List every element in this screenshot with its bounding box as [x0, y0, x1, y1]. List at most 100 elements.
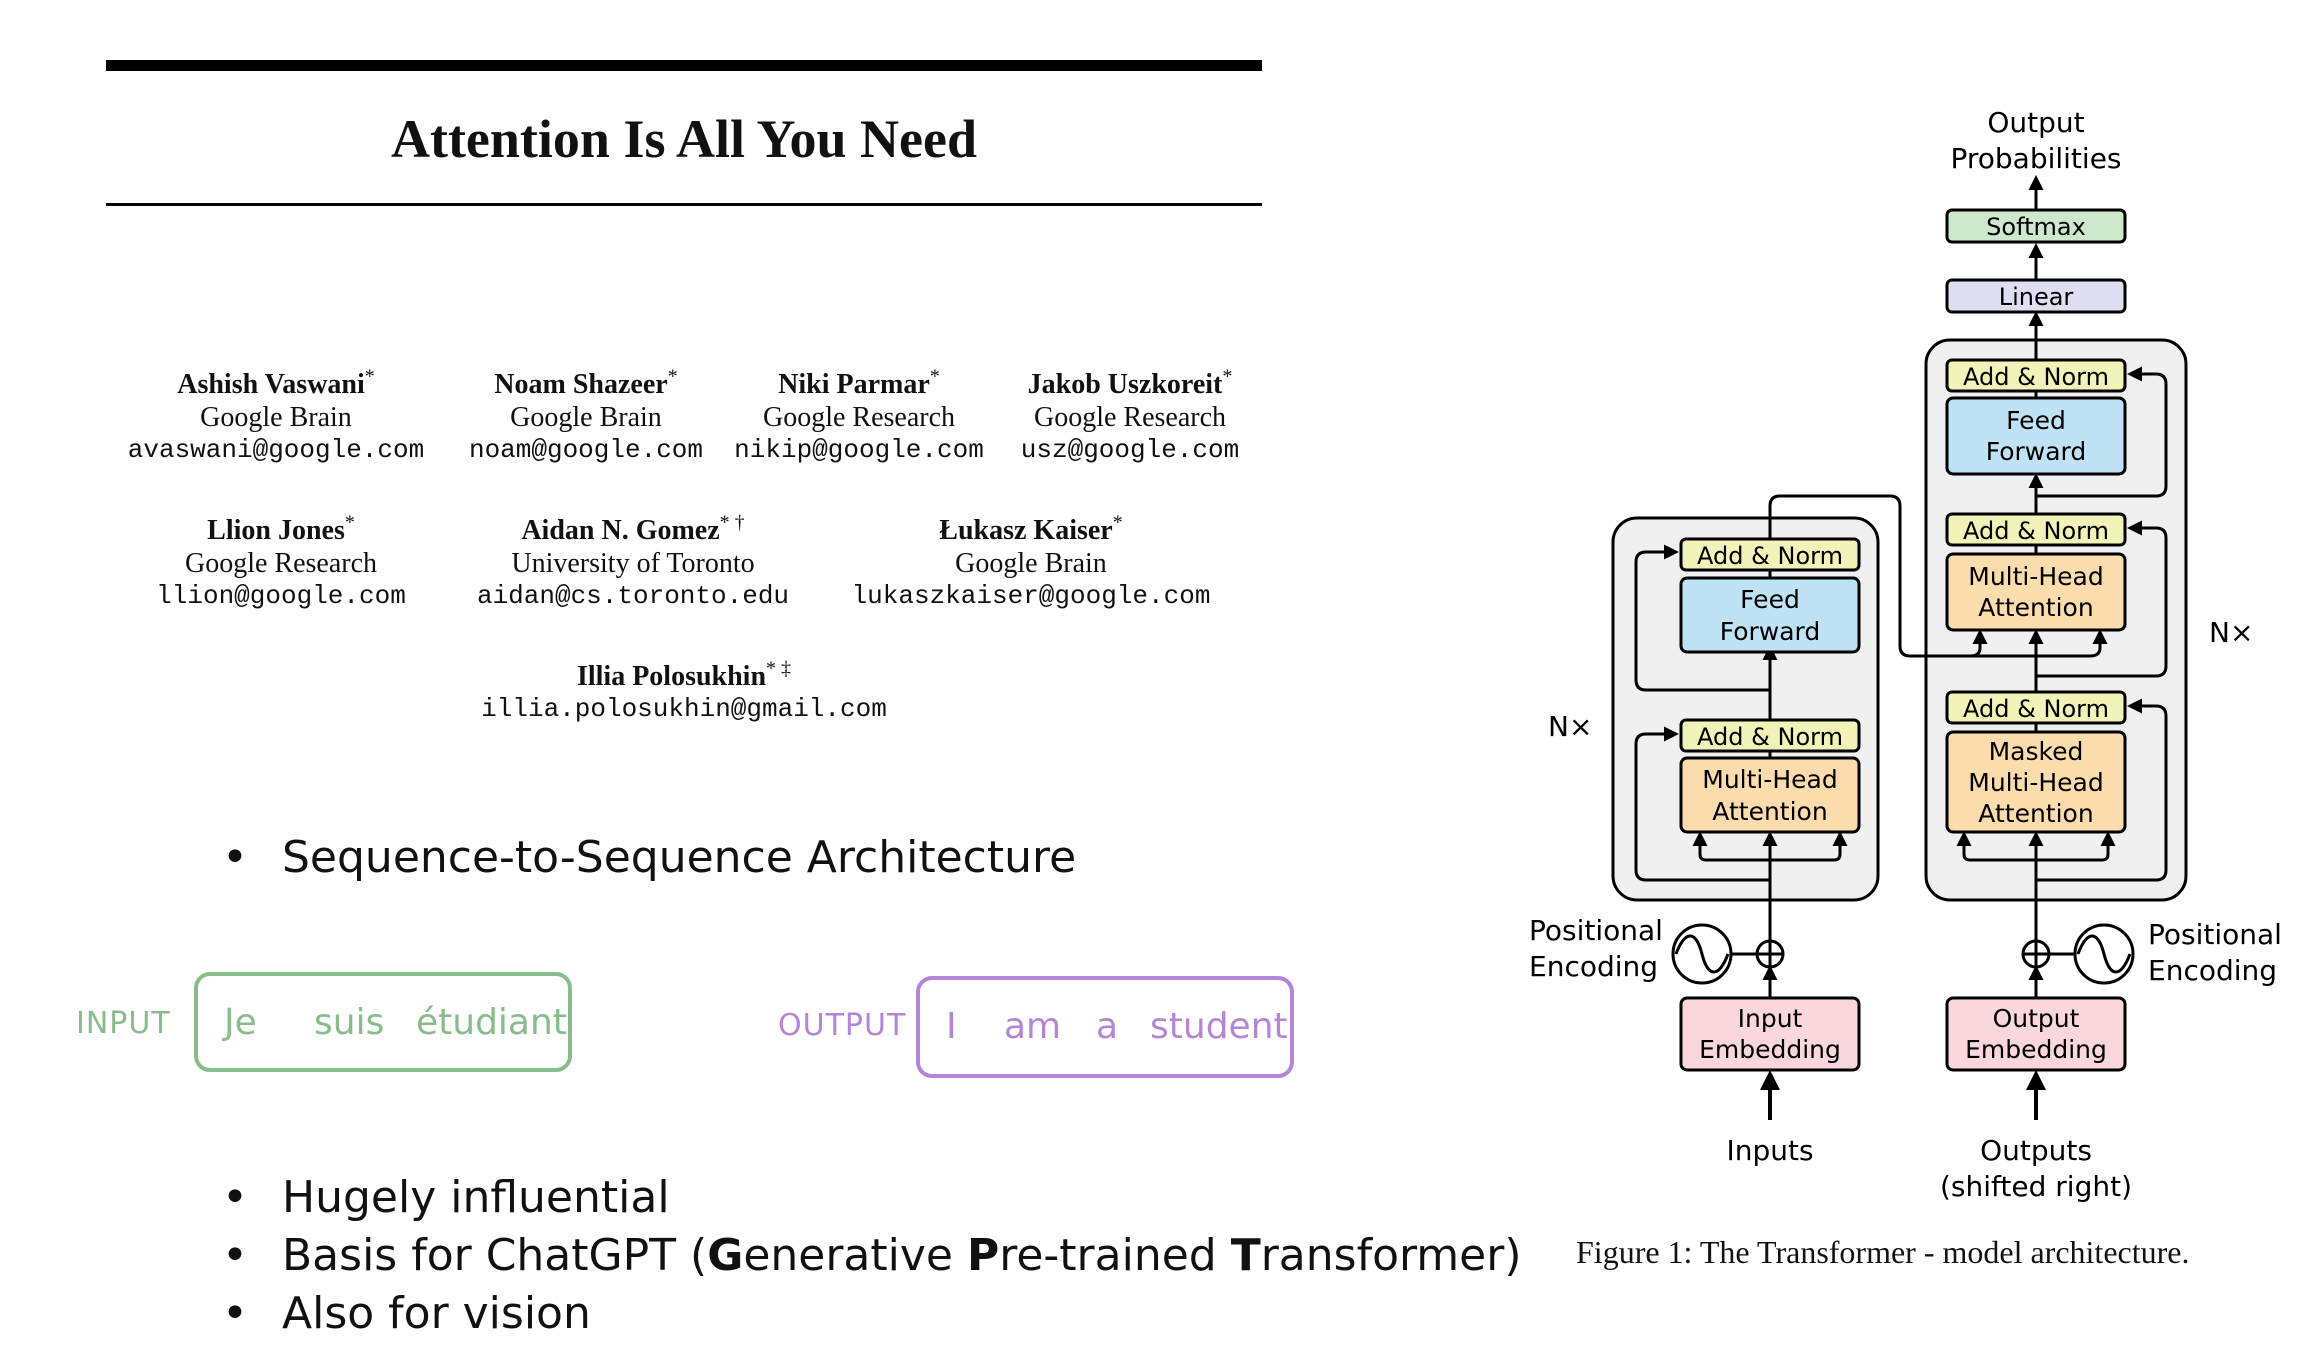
encoder-output-arrow	[1768, 494, 2108, 658]
encoder-mha-label: Attention	[1712, 797, 1827, 826]
decoder-add-norm-label: Add & Norm	[1963, 363, 2109, 391]
bullet-text-segment: Hugely influential	[282, 1172, 670, 1223]
author-mark: *	[1112, 511, 1123, 534]
encoder-ff-label: Feed	[1740, 585, 1800, 614]
bullet-dot: •	[222, 832, 248, 883]
decoder-masked-mha-label: Masked	[1989, 737, 2084, 766]
softmax-label: Softmax	[1986, 213, 2086, 241]
author-name: Illia Polosukhin	[576, 661, 767, 692]
decoder-residual-arrow	[2036, 520, 2168, 678]
author-mark: * ‡	[766, 657, 792, 680]
author-name: Aidan N. Gomez	[521, 515, 720, 546]
decoder-ff-label: Feed	[2006, 406, 2066, 435]
author-affiliation: Google Research	[1033, 402, 1227, 433]
bullet-text-segment: Basis for ChatGPT (	[282, 1230, 708, 1281]
decoder-add-norm-label: Add & Norm	[1963, 517, 2109, 545]
bullet-dot: •	[222, 1230, 248, 1281]
author-email: illia.polosukhin@gmail.com	[481, 694, 887, 724]
author-mark: *	[364, 365, 375, 388]
author-name: Niki Parmar	[778, 369, 930, 400]
author-affiliation: Google Brain	[955, 548, 1107, 579]
author-email: avaswani@google.com	[127, 435, 425, 465]
decoder-positional-label: Positional	[2148, 918, 2282, 951]
author-block: Ashish Vaswani* Google Brain avaswani@go…	[126, 365, 426, 467]
encoder-ff-label: Forward	[1720, 617, 1821, 646]
encoder-mha-label: Multi-Head	[1702, 765, 1838, 794]
decoder-masked-mha-label: Multi-Head	[1968, 768, 2104, 797]
title-rule-bottom	[106, 203, 1262, 206]
transformer-diagram: Input Embedding Inputs Positional Encodi…	[1529, 106, 2282, 1203]
bullet-text-segment: ransformer)	[1260, 1230, 1522, 1281]
input-word: étudiant	[416, 1002, 567, 1043]
bullet-text-segment: T	[1230, 1230, 1261, 1281]
author-email: noam@google.com	[468, 435, 704, 465]
bullet-item: • Hugely influential	[222, 1172, 670, 1223]
decoder-residual-arrow	[2036, 366, 2168, 498]
input-embedding-label: Input	[1738, 1004, 1803, 1033]
outputs-label: Outputs	[1980, 1134, 2092, 1167]
bullet-item: • Also for vision	[222, 1288, 591, 1339]
author-name: Jakob Uszkoreit	[1027, 369, 1223, 400]
decoder-qkv-arrow	[1956, 831, 2036, 862]
sine-wave-icon	[2076, 934, 2132, 974]
decoder-qkv-arrow	[2036, 831, 2116, 862]
encoder-block	[1611, 516, 1880, 902]
author-block: Jakob Uszkoreit* Google Research usz@goo…	[1002, 365, 1258, 467]
output-word: a	[1096, 1006, 1119, 1047]
author-name: Noam Shazeer	[494, 369, 668, 400]
input-label: INPUT	[76, 1006, 171, 1041]
decoder-add-norm-label: Add & Norm	[1963, 695, 2109, 723]
author-email: llion@google.com	[156, 581, 406, 611]
encoder-output-arrow	[1969, 629, 1988, 658]
input-embedding-label: Embedding	[1699, 1035, 1841, 1064]
decoder-nx-label: N×	[2209, 616, 2253, 649]
author-email: usz@google.com	[1020, 435, 1240, 465]
encoder-residual-arrow	[1634, 726, 1770, 882]
author-name: Łukasz Kaiser	[939, 515, 1113, 546]
encoder-add-norm-label: Add & Norm	[1697, 542, 1843, 570]
author-affiliation: University of Toronto	[511, 548, 755, 579]
input-word: Je	[224, 1002, 257, 1043]
bullet-dot: •	[222, 1288, 248, 1339]
output-word: student	[1150, 1006, 1288, 1047]
bullet-item: •Basis for ChatGPT (Generative Pre-train…	[222, 1230, 1522, 1281]
author-email: aidan@cs.toronto.edu	[476, 581, 790, 611]
author-block: Llion Jones* Google Research llion@googl…	[136, 511, 426, 613]
author-name: Llion Jones	[207, 515, 345, 546]
decoder-mha-label: Attention	[1978, 593, 2093, 622]
bullet-text-segment: P	[966, 1230, 1000, 1281]
input-word: suis	[314, 1002, 385, 1043]
encoder-qkv-arrow	[1770, 831, 1848, 862]
encoder-residual-arrow	[1634, 544, 1770, 692]
author-mark: *	[344, 511, 355, 534]
bullet-text-segment: Also for vision	[282, 1288, 591, 1339]
author-name: Ashish Vaswani	[177, 369, 365, 400]
linear-label: Linear	[1999, 283, 2074, 311]
output-embedding-label: Embedding	[1965, 1035, 2107, 1064]
encoder-positional-label: Positional	[1529, 914, 1663, 947]
inputs-label: Inputs	[1726, 1134, 1813, 1167]
decoder-ff-label: Forward	[1986, 437, 2087, 466]
paper-title: Attention Is All You Need	[390, 109, 978, 169]
encoder-nx-label: N×	[1548, 710, 1592, 743]
figure-caption: Figure 1: The Transformer - model archit…	[1576, 1234, 2190, 1270]
output-probabilities-label: Output	[1987, 106, 2084, 139]
output-embedding-label: Output	[1993, 1004, 2080, 1033]
author-affiliation: Google Brain	[510, 402, 662, 433]
title-rule-top	[106, 60, 1262, 71]
author-mark: * †	[719, 511, 745, 534]
author-mark: *	[1222, 365, 1233, 388]
bullet-dot: •	[222, 1172, 248, 1223]
output-box: I am a student	[916, 976, 1294, 1078]
author-mark: *	[667, 365, 678, 388]
author-block: Łukasz Kaiser* Google Brain lukaszkaiser…	[846, 511, 1216, 613]
decoder-masked-mha-label: Attention	[1978, 799, 2093, 828]
decoder-mha-label: Multi-Head	[1968, 562, 2104, 591]
encoder-qkv-arrow	[1692, 831, 1770, 862]
bullet-item: • Sequence-to-Sequence Architecture	[222, 832, 1076, 883]
input-box: Je suis étudiant	[194, 972, 572, 1072]
author-block: Illia Polosukhin* ‡ illia.polosukhin@gma…	[476, 657, 892, 726]
decoder-positional-label: Encoding	[2148, 954, 2277, 987]
encoder-add-norm-label: Add & Norm	[1697, 723, 1843, 751]
decoder-residual-arrow	[2036, 698, 2168, 882]
